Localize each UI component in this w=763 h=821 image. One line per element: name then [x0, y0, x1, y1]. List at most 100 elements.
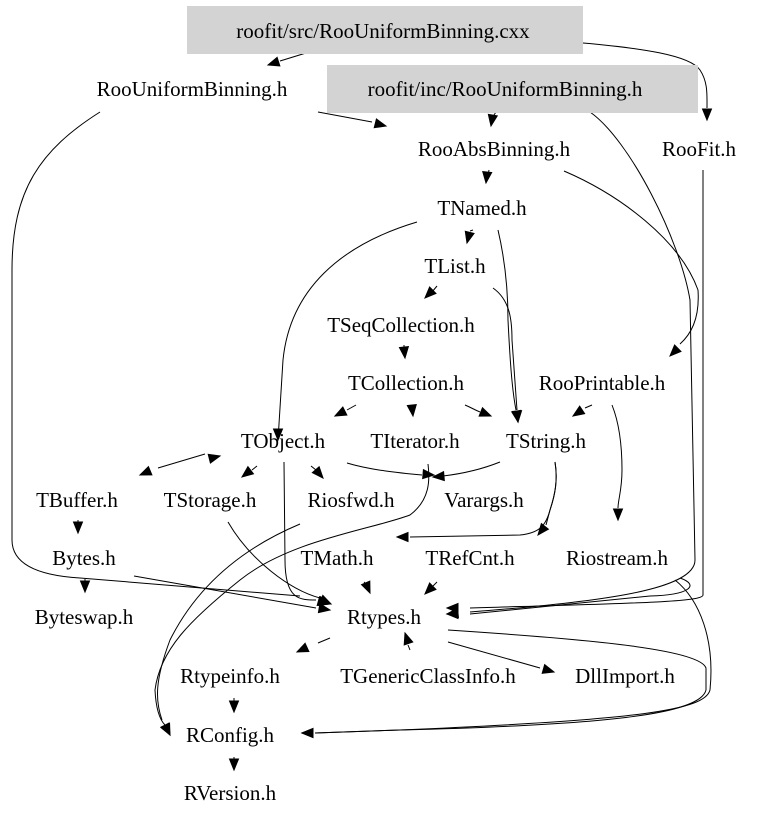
edge-TObject_h-to-Varargs_h: [346, 462, 436, 480]
arrowhead-icon: [403, 631, 414, 646]
edge-line: [563, 170, 699, 345]
edge-line: [317, 111, 373, 123]
node-TBuffer-h[interactable]: TBuffer.h: [36, 488, 118, 512]
arrowhead-icon: [159, 722, 171, 737]
node-label: Rtypeinfo.h: [180, 664, 280, 688]
node-RooAbsBinning-h[interactable]: RooAbsBinning.h: [418, 137, 571, 161]
arrowhead-icon: [228, 700, 240, 714]
edge-line: [464, 404, 481, 413]
arrowhead-icon: [431, 470, 445, 482]
arrowhead-icon: [482, 170, 493, 185]
node-Bytes-h[interactable]: Bytes.h: [52, 546, 116, 570]
node-TList-h[interactable]: TList.h: [424, 254, 486, 278]
node-inc-h[interactable]: roofit/inc/RooUniformBinning.h: [327, 65, 698, 113]
edge-line: [251, 465, 258, 471]
node-TIterator-h[interactable]: TIterator.h: [370, 429, 460, 453]
edge-TCollection_h-to-TObject_h: [333, 404, 357, 417]
node-Varargs-h[interactable]: Varargs.h: [444, 488, 524, 512]
edge-line: [469, 229, 474, 232]
edge-line: [283, 461, 317, 601]
edge-line: [279, 52, 307, 62]
edge-RooUniformBinning_h-to-RooAbsBinning_h: [317, 111, 388, 129]
edge-TBuffer_h-to-Bytes_h: [72, 520, 84, 535]
node-src-cxx[interactable]: roofit/src/RooUniformBinning.cxx: [187, 6, 583, 54]
node-label: TSeqCollection.h: [327, 313, 475, 337]
node-label: Bytes.h: [52, 546, 116, 570]
node-TStorage-h[interactable]: TStorage.h: [164, 488, 257, 512]
node-label: TObject.h: [241, 429, 326, 453]
node-Rtypeinfo-h[interactable]: Rtypeinfo.h: [180, 664, 280, 688]
arrowhead-icon: [445, 608, 459, 620]
node-label: TGenericClassInfo.h: [340, 664, 516, 688]
edge-line: [346, 404, 357, 411]
arrowhead-icon: [295, 642, 310, 653]
arrowhead-icon: [373, 118, 388, 129]
edge-line: [469, 111, 696, 613]
node-TCollection-h[interactable]: TCollection.h: [348, 371, 465, 395]
node-highlight-box: [187, 6, 583, 54]
node-label: Byteswap.h: [35, 605, 134, 629]
node-RConfig-h[interactable]: RConfig.h: [186, 723, 275, 747]
edge-TObject_h-to-TStorage_h: [240, 465, 258, 478]
node-Riosfwd-h[interactable]: Riosfwd.h: [308, 488, 395, 512]
edge-src_cxx-to-RooUniformBinning_h: [266, 52, 307, 67]
arrowhead-icon: [240, 465, 255, 478]
edge-RooAbsBinning_h-to-RooPrintable_h: [563, 170, 699, 357]
node-label: RooUniformBinning.h: [97, 77, 288, 101]
node-label: RooAbsBinning.h: [418, 137, 571, 161]
node-Riostream-h[interactable]: Riostream.h: [566, 546, 669, 570]
node-label: TIterator.h: [370, 429, 460, 453]
node-RooPrintable-h[interactable]: RooPrintable.h: [539, 371, 666, 395]
edge-TNamed_h-to-TList_h: [464, 229, 475, 245]
edge-Rtypes_h-to-DllImport_h: [447, 641, 556, 674]
node-Rtypes-h[interactable]: Rtypes.h: [347, 605, 422, 629]
arrowhead-icon: [360, 580, 371, 595]
node-TRefCnt-h[interactable]: TRefCnt.h: [425, 546, 515, 570]
edge-Rtypes_h-to-TGenericClassInfo_h: [407, 644, 411, 651]
node-TSeqCollection-h[interactable]: TSeqCollection.h: [327, 313, 475, 337]
edge-TList_h-to-TString_h: [492, 287, 523, 424]
node-RooFit-h[interactable]: RooFit.h: [662, 137, 737, 161]
node-label: roofit/src/RooUniformBinning.cxx: [236, 19, 530, 43]
arrowhead-icon: [333, 406, 348, 417]
arrowhead-icon: [138, 465, 153, 476]
arrowhead-icon: [72, 521, 84, 535]
edge-line: [346, 462, 423, 476]
edge-TRefCnt_h-to-Rtypes_h: [424, 581, 438, 595]
node-TObject-h[interactable]: TObject.h: [241, 429, 326, 453]
arrowhead-icon: [424, 286, 437, 299]
edge-TNamed_h-to-TObject_h: [272, 221, 418, 442]
node-DllImport-h[interactable]: DllImport.h: [575, 664, 675, 688]
node-TMath-h[interactable]: TMath.h: [301, 546, 374, 570]
edge-line: [314, 629, 707, 734]
edge-line: [492, 287, 518, 411]
node-TString-h[interactable]: TString.h: [506, 429, 586, 453]
edge-Riostream_h-to-Rtypes_h: [445, 577, 691, 620]
node-RVersion-h[interactable]: RVersion.h: [184, 781, 277, 805]
node-label: TCollection.h: [348, 371, 465, 395]
node-label: TBuffer.h: [36, 488, 118, 512]
node-Byteswap-h[interactable]: Byteswap.h: [35, 605, 134, 629]
edge-line: [156, 523, 301, 721]
node-RooUniformBinning-h[interactable]: RooUniformBinning.h: [97, 77, 288, 101]
edge-TString_h-to-TRefCnt_h: [537, 461, 557, 537]
node-label: Riosfwd.h: [308, 488, 395, 512]
edge-line: [157, 453, 206, 469]
node-label: TString.h: [506, 429, 586, 453]
edge-line: [314, 579, 712, 734]
edge-TSeqCollection_h-to-TCollection_h: [398, 345, 410, 360]
node-label: TStorage.h: [164, 488, 257, 512]
node-TNamed-h[interactable]: TNamed.h: [437, 196, 527, 220]
node-label: TMath.h: [301, 546, 374, 570]
arrowhead-icon: [272, 428, 284, 442]
arrowhead-icon: [406, 403, 417, 418]
node-label: DllImport.h: [575, 664, 675, 688]
node-TGenericClassInfo-h[interactable]: TGenericClassInfo.h: [340, 664, 516, 688]
node-label: RConfig.h: [186, 723, 275, 747]
edge-line: [11, 111, 301, 597]
edge-line: [317, 637, 331, 644]
edge-line: [442, 461, 501, 477]
node-label: RVersion.h: [184, 781, 277, 805]
edge-line: [432, 581, 438, 587]
